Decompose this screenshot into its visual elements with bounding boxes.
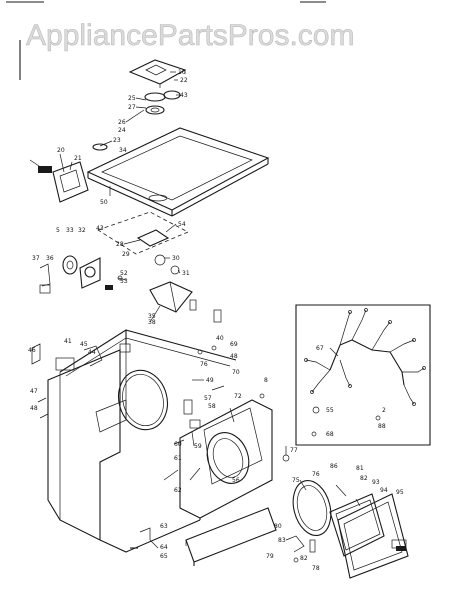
callout-76: 76 [200,361,208,368]
callout-48b: 48 [230,353,238,360]
callout-55: 55 [326,407,334,414]
bracket-plate-group [97,211,189,275]
callout-46: 46 [28,347,36,354]
callout-21: 21 [74,155,82,162]
callout-94: 94 [380,487,388,494]
callout-33: 33 [66,227,74,234]
callout-57: 57 [204,395,212,402]
callout-53: 53 [120,278,128,285]
callout-63: 63 [160,523,168,530]
callout-68: 68 [326,431,334,438]
callout-86: 86 [330,463,338,470]
callout-82: 82 [360,475,368,482]
callout-25: 25 [128,95,136,102]
callout-88: 88 [378,423,386,430]
watermark: AppliancePartsPros.com [26,19,354,52]
callout-75: 75 [292,477,300,484]
callout-38: 38 [148,319,156,326]
top-panel [86,127,270,217]
blower-bearing-parts [92,90,181,151]
callout-20: 20 [57,147,65,154]
leader-lines [59,71,361,549]
callout-29: 29 [122,251,130,258]
callout-59: 59 [194,443,202,450]
callout-48: 48 [30,405,38,412]
blower-housing [39,255,123,294]
door-assembly [285,480,409,579]
callout-31: 31 [182,270,190,277]
callout-28: 28 [116,241,124,248]
callout-61: 61 [174,455,182,462]
callout-69: 69 [230,341,238,348]
control-module [29,159,89,203]
callout-40: 40 [216,335,224,342]
callout-47: 47 [30,388,38,395]
callout-82b: 82 [300,555,308,562]
callout-83: 83 [278,537,286,544]
callout-78: 78 [312,565,320,572]
duct-bracket [149,281,222,323]
callout-50: 50 [100,199,108,206]
callout-45: 45 [80,341,88,348]
callout-60: 60 [174,441,182,448]
callout-41: 41 [64,338,72,345]
callout-8: 8 [264,377,268,384]
callout-67: 67 [316,345,324,352]
callout-54: 54 [178,221,186,228]
callout-27: 27 [128,104,136,111]
callout-37: 37 [32,255,40,262]
callout-56: 56 [232,477,240,484]
callout-64: 64 [160,544,168,551]
callout-77: 77 [290,447,298,454]
callout-49: 49 [206,377,214,384]
callout-36: 36 [46,255,54,262]
callout-labels: 10 22 43 25 27 26 24 23 20 21 34 50 54 3… [28,69,404,572]
top-vent-cover [128,59,187,88]
callout-72: 72 [234,393,242,400]
callout-52: 52 [120,270,128,277]
callout-95: 95 [396,489,404,496]
callout-10: 10 [178,69,186,76]
callout-70: 70 [232,369,240,376]
callout-32: 32 [78,227,86,234]
callout-24: 24 [118,127,126,134]
callout-79: 79 [266,553,274,560]
callout-81: 81 [356,465,364,472]
callout-43b: 43 [96,225,104,232]
callout-76b: 76 [312,471,320,478]
callout-80: 80 [274,523,282,530]
side-brackets [31,343,131,419]
frame-marks [6,1,326,80]
callout-34: 34 [119,147,127,154]
callout-43: 43 [180,92,188,99]
callout-22: 22 [180,77,188,84]
callout-93: 93 [372,479,380,486]
callout-5: 5 [56,227,60,234]
callout-62: 62 [174,487,182,494]
wiring-harness-inset [295,304,431,446]
callout-30: 30 [172,255,180,262]
callout-65: 65 [160,553,168,560]
callout-26: 26 [118,119,126,126]
cabinet [47,329,273,553]
callout-58: 58 [208,403,216,410]
callout-2: 2 [382,407,386,414]
callout-35: 35 [148,313,156,320]
toe-panel [130,507,277,566]
callout-44: 44 [88,349,96,356]
cabinet-hardware [183,345,290,462]
callout-23: 23 [113,137,121,144]
